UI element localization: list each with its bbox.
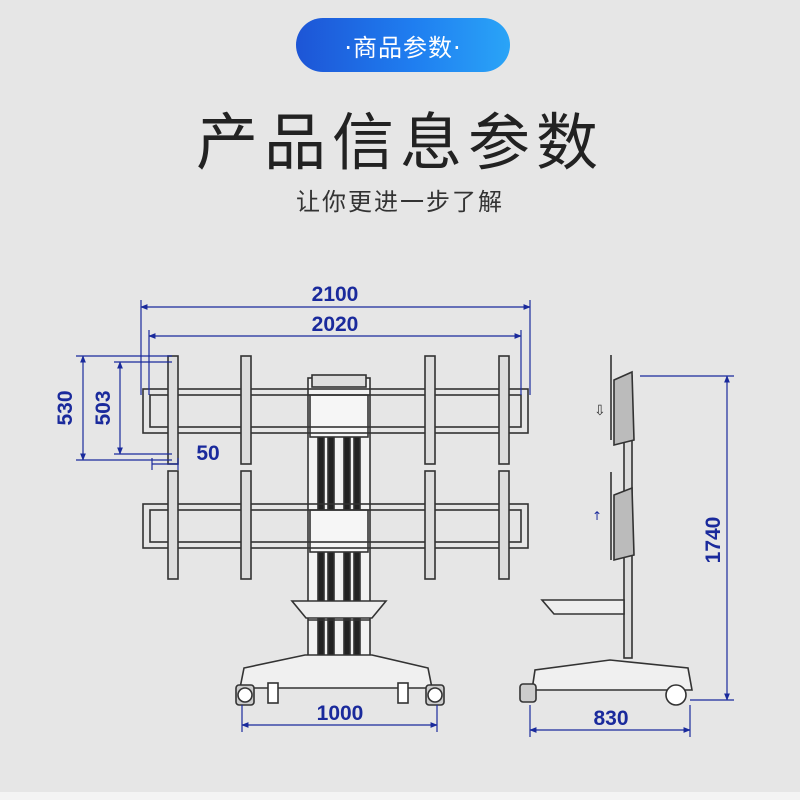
dim-side-depth: 830 bbox=[593, 707, 628, 730]
product-params-badge: ·商品参数· bbox=[296, 18, 510, 72]
bottom-bar bbox=[0, 792, 800, 800]
up-arrow-icon: ↑ bbox=[592, 509, 602, 523]
dim-frame-height: 530 bbox=[54, 390, 77, 425]
front-lower-frame bbox=[142, 470, 529, 580]
side-dimensions bbox=[529, 375, 734, 737]
dim-inner-height: 503 bbox=[92, 390, 115, 425]
front-dimensions bbox=[76, 300, 531, 732]
dim-base-width: 1000 bbox=[317, 702, 364, 725]
dim-offset: 50 bbox=[196, 442, 219, 465]
front-tray bbox=[290, 600, 388, 619]
front-upper-frame bbox=[142, 355, 529, 465]
dim-total-width: 2100 bbox=[312, 283, 359, 306]
front-view bbox=[142, 355, 529, 706]
down-arrow-icon: ⇩ bbox=[594, 403, 606, 419]
dim-total-height: 1740 bbox=[702, 517, 725, 564]
side-view bbox=[519, 355, 693, 706]
front-base bbox=[235, 654, 445, 706]
dim-inner-width: 2020 bbox=[312, 313, 359, 336]
page-subtitle: 让你更进一步了解 bbox=[296, 188, 504, 216]
page-title: 产品信息参数 bbox=[195, 106, 604, 179]
